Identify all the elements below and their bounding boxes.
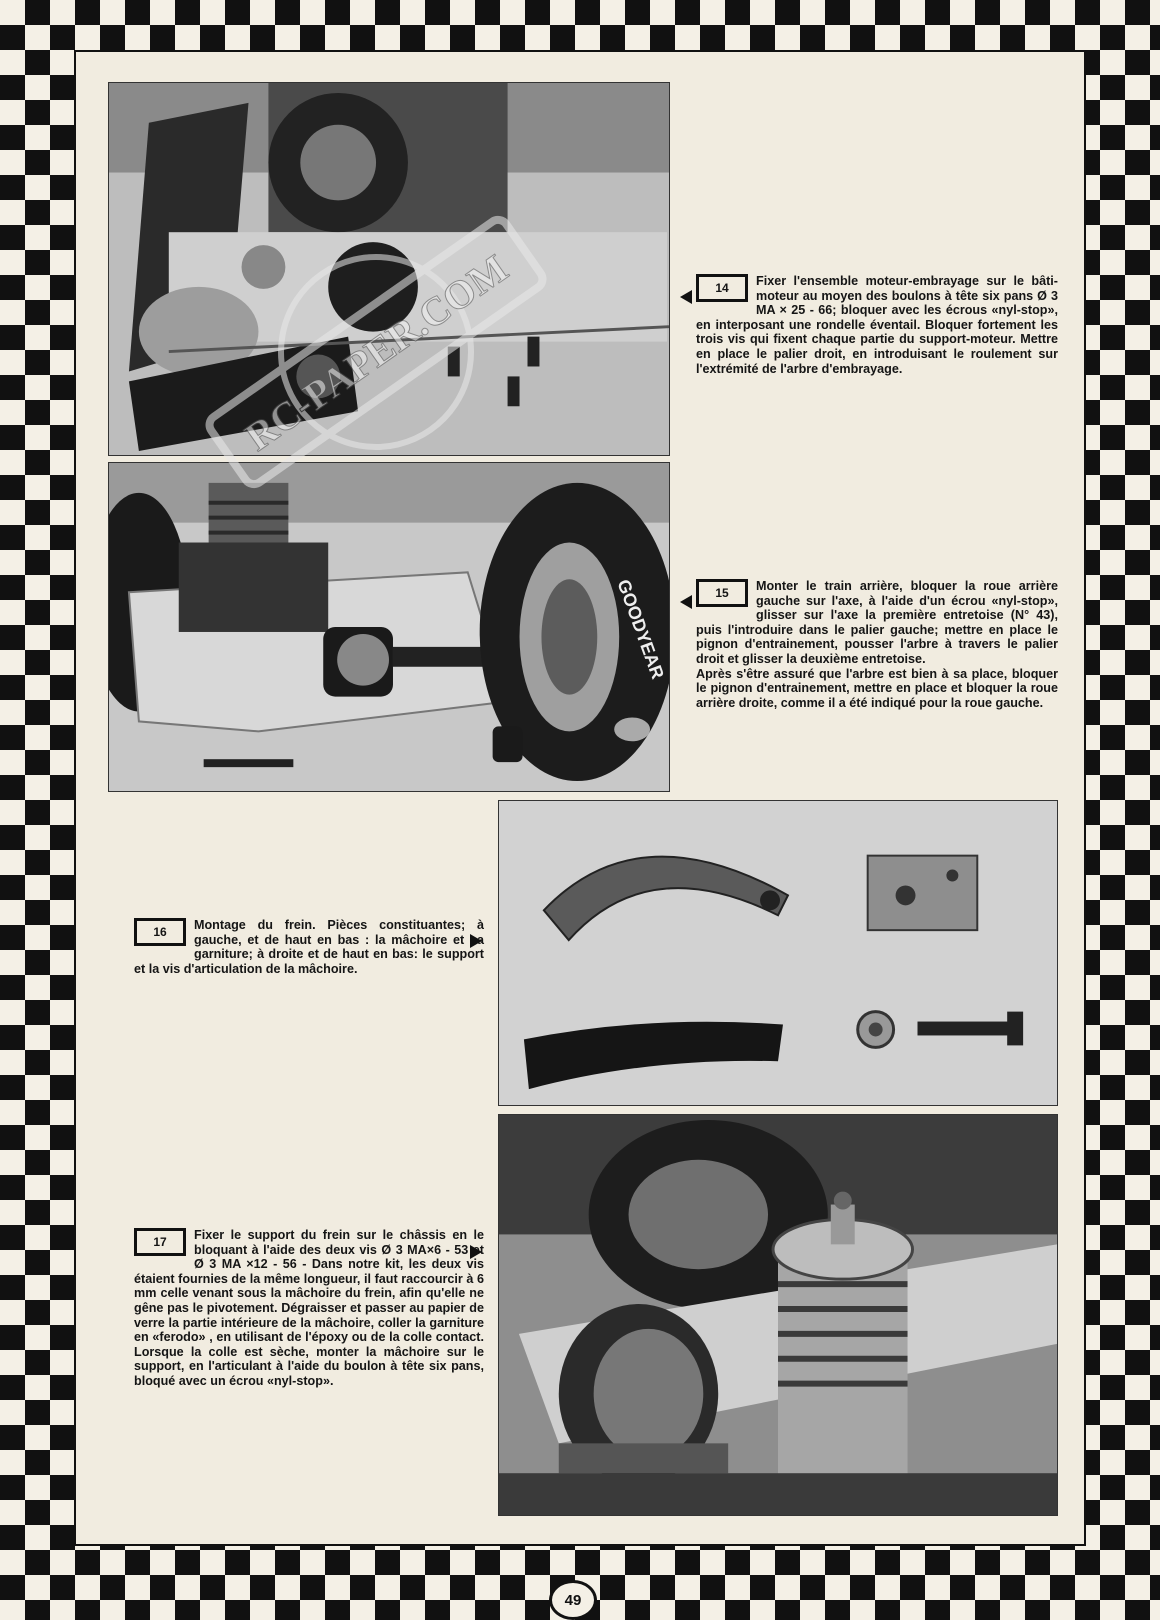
step-number: 17 <box>153 1234 167 1249</box>
caption-step-14: 14 Fixer l'ensemble moteur-embrayage sur… <box>696 274 1058 376</box>
step-number-box: 14 <box>696 274 748 302</box>
photo-brake-parts <box>498 800 1058 1106</box>
step-number-box: 16 <box>134 918 186 946</box>
step-number: 14 <box>715 280 729 295</box>
caption-paragraph: Après s'être assuré que l'arbre est bien… <box>696 666 1058 710</box>
page-number-text: 49 <box>564 1591 582 1609</box>
arrow-left-14 <box>680 290 692 304</box>
photo-rear-axle: GOODYEAR <box>108 462 670 792</box>
step-number-box: 15 <box>696 579 748 607</box>
magazine-page: GOODYEAR 14 Fixer l'ensemble moteur-embr… <box>74 50 1086 1546</box>
caption-paragraph: Monter le train arrière, bloquer la roue… <box>696 579 1058 666</box>
caption-paragraph: Montage du frein. Pièces constituantes; … <box>134 918 484 976</box>
arrow-right-16 <box>470 934 482 948</box>
page-number: 49 <box>549 1580 597 1620</box>
step-number: 15 <box>715 585 729 600</box>
caption-step-15: 15 Monter le train arrière, bloquer la r… <box>696 579 1058 710</box>
photo-brake-assembly <box>498 1114 1058 1516</box>
step-number: 16 <box>153 924 167 939</box>
arrow-left-15 <box>680 595 692 609</box>
caption-paragraph: Fixer le support du frein sur le châssis… <box>134 1228 484 1388</box>
caption-paragraph: Fixer l'ensemble moteur-embrayage sur le… <box>696 274 1058 376</box>
photo-engine-mount <box>108 82 670 456</box>
caption-step-16: 16 Montage du frein. Pièces constituante… <box>134 918 484 976</box>
step-number-box: 17 <box>134 1228 186 1256</box>
arrow-right-17 <box>470 1245 482 1259</box>
caption-step-17: 17 Fixer le support du frein sur le châs… <box>134 1228 484 1389</box>
